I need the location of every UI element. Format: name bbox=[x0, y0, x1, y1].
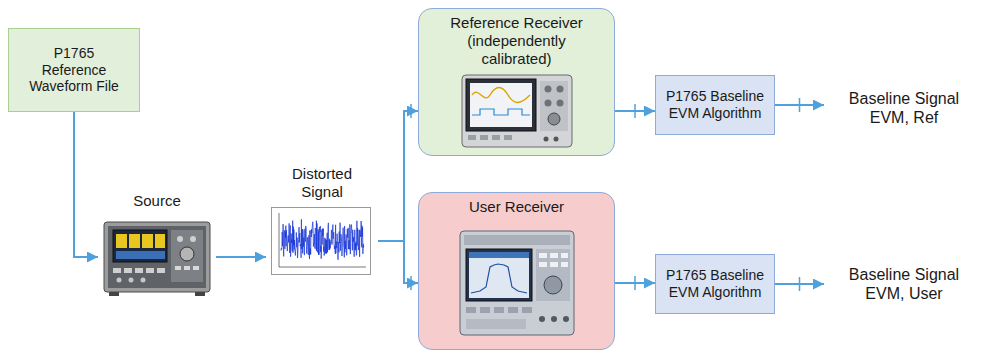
source-instrument: Source bbox=[98, 190, 216, 304]
node-text: User Receiver bbox=[469, 198, 564, 216]
node-text: P1765 Baseline EVM Algorithm bbox=[665, 88, 765, 122]
node-text: Reference Receiver (independently calibr… bbox=[442, 14, 592, 68]
receiver-box: User Receiver bbox=[418, 192, 615, 350]
node-text: Source bbox=[133, 192, 181, 210]
line-tick bbox=[410, 104, 412, 118]
line-tick bbox=[799, 98, 801, 112]
receiver-box: Reference Receiver (independently calibr… bbox=[418, 8, 615, 156]
algorithm-box: P1765 Baseline EVM Algorithm bbox=[655, 254, 775, 314]
signal-arrow bbox=[378, 111, 418, 241]
signal-arrow bbox=[378, 241, 418, 283]
waveform-file-box: P1765 Reference Waveform File bbox=[8, 28, 140, 112]
oscilloscope-picture bbox=[460, 71, 574, 151]
node-text: P1765 Baseline EVM Algorithm bbox=[665, 267, 765, 301]
signal-plot-node: Distorted Signal bbox=[266, 163, 378, 279]
result-text-node: Baseline Signal EVM, User bbox=[824, 250, 984, 318]
line-tick bbox=[634, 276, 636, 290]
signal-arrow bbox=[216, 256, 266, 258]
node-text: Baseline Signal EVM, Ref bbox=[838, 89, 970, 127]
line-tick bbox=[634, 104, 636, 118]
result-text-node: Baseline Signal EVM, Ref bbox=[824, 74, 984, 142]
node-text: P1765 Reference Waveform File bbox=[22, 45, 126, 95]
line-tick bbox=[410, 276, 412, 290]
line-tick bbox=[799, 277, 801, 291]
signal-arrow bbox=[74, 112, 98, 257]
node-text: Baseline Signal EVM, User bbox=[838, 265, 970, 303]
signal-generator-picture bbox=[101, 214, 213, 300]
algorithm-box: P1765 Baseline EVM Algorithm bbox=[655, 75, 775, 135]
signal-analyzer-picture bbox=[458, 227, 576, 339]
node-text: Distorted Signal bbox=[274, 165, 370, 201]
signal-plot-picture bbox=[271, 207, 371, 275]
